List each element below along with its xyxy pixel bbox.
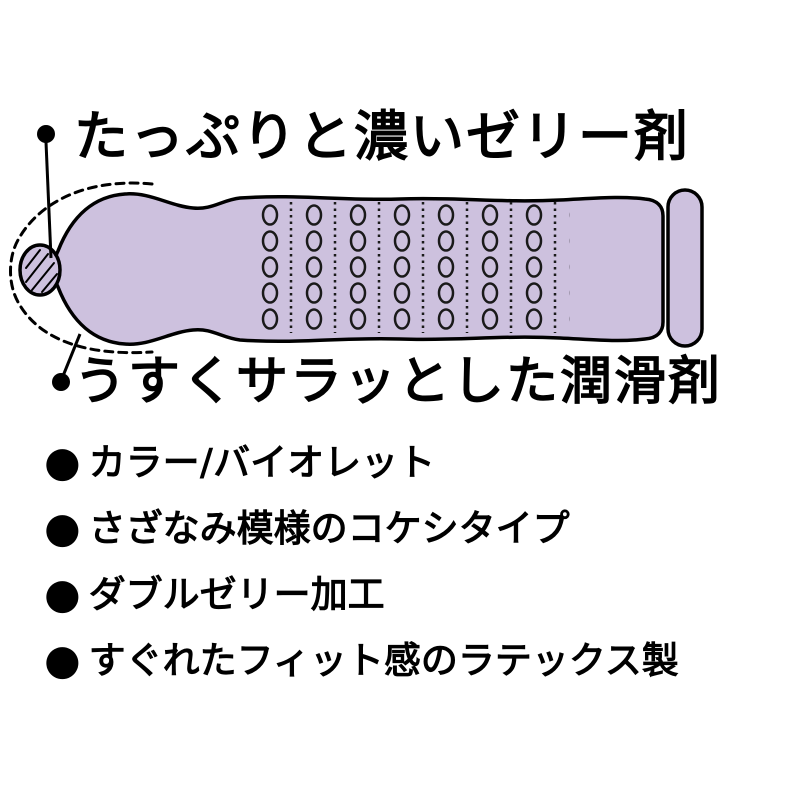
feature-list: ● カラー/バイオレット ● さざなみ模様のコケシタイプ ● ダブルゼリー加工 … (44, 438, 679, 684)
top-pointer-line (44, 141, 53, 259)
lubricant-label: うすくサラッとした潤滑剤 (74, 352, 723, 412)
list-item: ● ダブルゼリー加工 (44, 570, 679, 618)
feature-double-jelly: ダブルゼリー加工 (88, 572, 385, 616)
feature-latex-fit: すぐれたフィット感のラテックス製 (88, 638, 679, 682)
bullet-icon: ● (44, 635, 81, 684)
feature-pattern: さざなみ模様のコケシタイプ (88, 506, 570, 550)
tip-hatch-lines (25, 249, 58, 293)
condom-tip (18, 243, 62, 297)
feature-color: カラー/バイオレット (88, 440, 436, 484)
bullet-icon: ● (44, 569, 81, 618)
list-item: ● すぐれたフィット感のラテックス製 (44, 636, 679, 684)
bottom-pointer-dot (52, 373, 70, 391)
jelly-label: たっぷりと濃いゼリー剤 (74, 105, 690, 168)
bottom-pointer-line (61, 333, 82, 377)
condom-rim-ring (666, 188, 704, 348)
ripple-texture (258, 202, 570, 333)
bullet-icon: ● (44, 503, 81, 552)
top-pointer-dot (37, 125, 55, 143)
list-item: ● さざなみ模様のコケシタイプ (44, 504, 679, 552)
bullet-icon: ● (44, 437, 81, 486)
tip-dashed-outline (9, 181, 154, 355)
list-item: ● カラー/バイオレット (44, 438, 679, 486)
